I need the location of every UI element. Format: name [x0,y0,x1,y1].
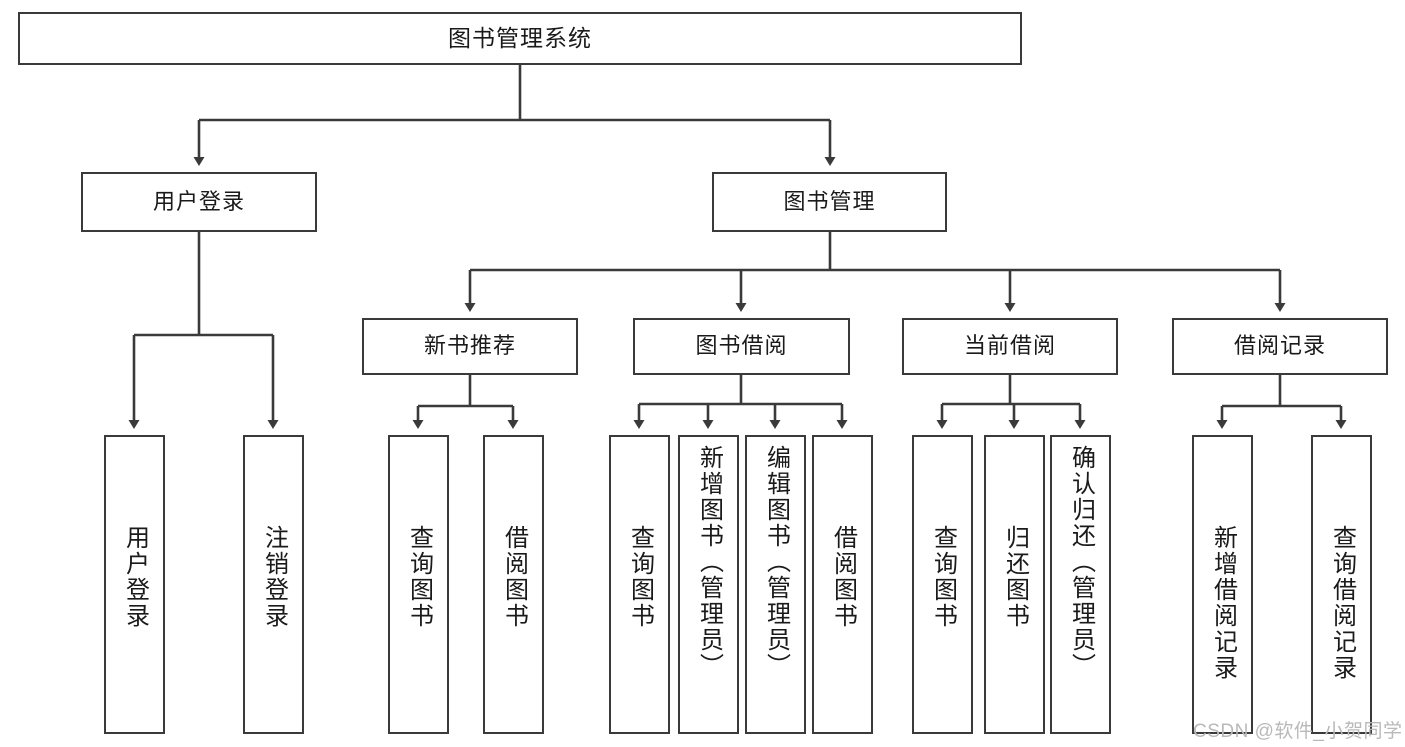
node-leaf-borrow-edit-book[interactable]: 编辑图书（管理员） [745,435,806,734]
node-leaf-borrow-borrow-book-label: 借阅图书 [829,525,857,629]
node-leaf-borrow-borrow-book[interactable]: 借阅图书 [812,435,873,734]
node-leaf-borrow-edit-book-label: 编辑图书（管理员） [762,445,790,679]
node-leaf-rec-query-record[interactable]: 查询借阅记录 [1311,435,1372,734]
node-leaf-rec-add-record[interactable]: 新增借阅记录 [1192,435,1253,734]
node-root-label: 图书管理系统 [448,24,592,51]
node-current-borrow[interactable]: 当前借阅 [902,318,1118,375]
node-leaf-cur-query-book[interactable]: 查询图书 [912,435,973,734]
node-user-login[interactable]: 用户登录 [81,172,317,232]
node-leaf-cur-confirm-return-label: 确认归还（管理员） [1067,445,1095,679]
node-leaf-borrow-query-book-label: 查询图书 [626,525,654,629]
node-leaf-borrow-query-book[interactable]: 查询图书 [609,435,670,734]
node-new-book-rec-label: 新书推荐 [423,333,516,359]
node-leaf-cur-query-book-label: 查询图书 [929,525,957,629]
node-root[interactable]: 图书管理系统 [18,12,1022,65]
node-borrow-record[interactable]: 借阅记录 [1172,318,1388,375]
node-leaf-rec-borrow-book[interactable]: 借阅图书 [483,435,544,734]
node-leaf-rec-add-record-label: 新增借阅记录 [1209,525,1237,681]
node-borrow-record-label: 借阅记录 [1233,333,1326,359]
node-leaf-borrow-add-book[interactable]: 新增图书（管理员） [678,435,739,734]
node-leaf-borrow-add-book-label: 新增图书（管理员） [695,445,723,679]
node-leaf-user-login[interactable]: 用户登录 [104,435,165,734]
csdn-watermark: CSDN @软件_小贺同学 [1193,716,1402,743]
node-book-borrow[interactable]: 图书借阅 [633,318,850,375]
node-book-borrow-label: 图书借阅 [695,333,788,359]
node-leaf-rec-query-book-label: 查询图书 [405,525,433,629]
node-leaf-user-logout-label: 注销登录 [260,525,288,629]
node-leaf-user-logout[interactable]: 注销登录 [243,435,304,734]
csdn-watermark-text: CSDN @软件_小贺同学 [1193,721,1403,742]
node-book-manage[interactable]: 图书管理 [712,172,947,232]
node-leaf-rec-query-record-label: 查询借阅记录 [1328,525,1356,681]
node-current-borrow-label: 当前借阅 [963,333,1056,359]
node-leaf-cur-return-book-label: 归还图书 [1001,525,1029,629]
node-user-login-label: 用户登录 [152,188,245,214]
node-leaf-cur-return-book[interactable]: 归还图书 [984,435,1045,734]
node-new-book-rec[interactable]: 新书推荐 [362,318,578,375]
node-leaf-user-login-label: 用户登录 [121,525,149,629]
node-leaf-rec-borrow-book-label: 借阅图书 [500,525,528,629]
node-book-manage-label: 图书管理 [783,188,876,214]
node-leaf-rec-query-book[interactable]: 查询图书 [388,435,449,734]
node-leaf-cur-confirm-return[interactable]: 确认归还（管理员） [1050,435,1111,734]
